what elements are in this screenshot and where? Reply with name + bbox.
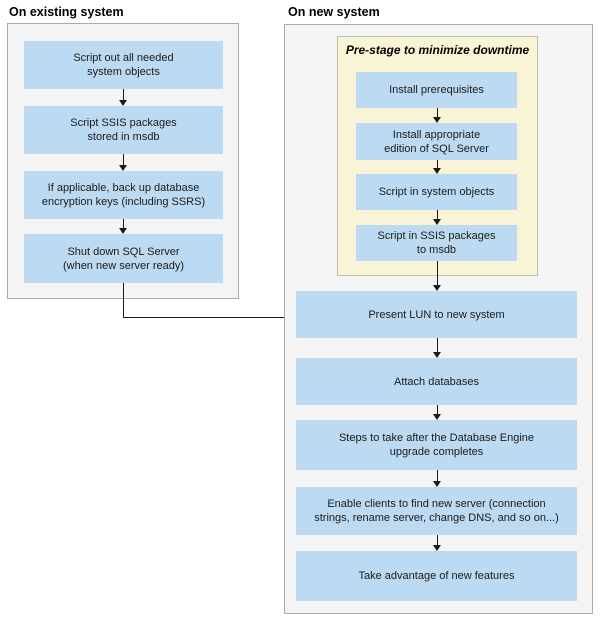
arrow-down-head (433, 414, 441, 420)
arrow-down-head (433, 285, 441, 291)
step-script-out-system-objects: Script out all needed system objects (24, 41, 223, 89)
arrow-down-head (119, 165, 127, 171)
step-attach-databases: Attach databases (296, 358, 577, 405)
step-install-sql-server-edition: Install appropriate edition of SQL Serve… (356, 123, 517, 160)
arrow-down-line (122, 89, 124, 100)
arrow-down-head (433, 481, 441, 487)
arrow-down-head (433, 352, 441, 358)
arrow-down-line (436, 210, 438, 219)
step-script-in-system-objects: Script in system objects (356, 174, 517, 210)
step-install-prerequisites: Install prerequisites (356, 72, 517, 108)
arrow-down-line (436, 108, 438, 117)
elbow-connector-vertical (122, 283, 124, 317)
arrow-down-head (119, 100, 127, 106)
arrow-down-line (436, 470, 438, 481)
arrow-down-line (436, 405, 438, 414)
step-present-lun: Present LUN to new system (296, 291, 577, 338)
step-new-features: Take advantage of new features (296, 551, 577, 601)
arrow-down-line (436, 261, 438, 285)
existing-system-heading: On existing system (9, 5, 124, 19)
arrow-down-line (122, 154, 124, 165)
step-enable-clients: Enable clients to find new server (conne… (296, 487, 577, 535)
prestage-title: Pre-stage to minimize downtime (345, 43, 530, 57)
step-shutdown-sql-server: Shut down SQL Server (when new server re… (24, 234, 223, 283)
step-script-in-ssis-packages: Script in SSIS packages to msdb (356, 225, 517, 261)
arrow-down-head (119, 228, 127, 234)
arrow-down-line (436, 535, 438, 545)
step-post-upgrade-steps: Steps to take after the Database Engine … (296, 420, 577, 470)
elbow-connector-horizontal (122, 316, 289, 318)
arrow-down-head (433, 219, 441, 225)
arrow-down-head (433, 545, 441, 551)
new-system-heading: On new system (288, 5, 380, 19)
arrow-down-head (433, 117, 441, 123)
arrow-down-line (122, 219, 124, 228)
arrow-down-line (436, 160, 438, 168)
step-script-ssis-packages: Script SSIS packages stored in msdb (24, 106, 223, 154)
arrow-down-head (433, 168, 441, 174)
step-backup-encryption-keys: If applicable, back up database encrypti… (24, 171, 223, 219)
arrow-down-line (436, 338, 438, 352)
